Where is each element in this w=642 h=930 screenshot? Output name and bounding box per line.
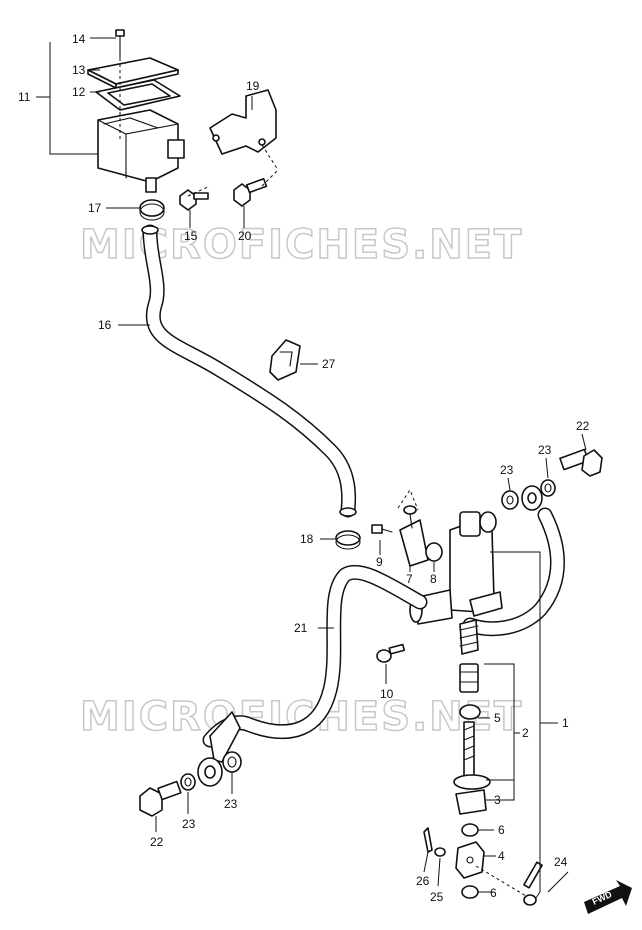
- washer-25: [434, 847, 446, 857]
- banjo-fitting-left: [197, 711, 241, 787]
- hose-clamp-upper: [139, 199, 165, 217]
- hose-clip: [269, 339, 301, 381]
- forward-arrow: FWD: [584, 880, 632, 914]
- callout-21: 21: [294, 621, 308, 635]
- bracket: [209, 89, 279, 171]
- hose-clamp-lower: [335, 530, 361, 546]
- callout-25: 25: [430, 890, 444, 904]
- callout-18: 18: [300, 532, 314, 546]
- callout-11: 11: [18, 90, 31, 104]
- banjo-bolt-right: [559, 448, 603, 477]
- callout-16: 16: [98, 318, 112, 332]
- washer-23-c: [222, 751, 242, 773]
- master-cylinder: [409, 511, 503, 625]
- inlet-fitting: [397, 488, 429, 567]
- callout-23-left-lower: 23: [182, 817, 196, 831]
- washer-23-b: [540, 479, 556, 497]
- callout-23-right-lower: 23: [500, 463, 514, 477]
- callout-23-right-upper: 23: [538, 443, 552, 457]
- reservoir-outlet: [145, 177, 157, 193]
- callout-7: 7: [406, 572, 413, 586]
- callout-12: 12: [72, 85, 86, 99]
- callout-17: 17: [88, 201, 102, 215]
- washer-23-d: [180, 773, 196, 791]
- banjo-fitting-right: [521, 485, 543, 511]
- callout-23-left-upper: 23: [224, 797, 238, 811]
- callout-15: 15: [184, 229, 198, 243]
- callout-13: 13: [72, 63, 86, 77]
- nut-upper: [461, 823, 479, 837]
- nut-lower: [461, 885, 479, 899]
- bleeder-screw: [371, 524, 393, 534]
- bolt-20: [233, 177, 268, 207]
- piston-kit: [453, 619, 491, 899]
- callout-3: 3: [494, 793, 501, 807]
- snap-ring: [453, 774, 491, 790]
- clevis-pin: [523, 861, 543, 906]
- callout-8: 8: [430, 572, 437, 586]
- callout-14: 14: [72, 32, 86, 46]
- o-ring: [425, 542, 443, 562]
- banjo-bolt-left: [139, 780, 182, 817]
- callout-22-right: 22: [576, 419, 590, 433]
- callout-26: 26: [416, 874, 430, 888]
- cotter-pin: [423, 827, 433, 853]
- callout-20: 20: [238, 229, 252, 243]
- mounting-screw: [376, 643, 406, 663]
- callout-19: 19: [246, 79, 260, 93]
- callout-5: 5: [494, 711, 501, 725]
- callout-6-lower: 6: [490, 886, 497, 900]
- reservoir-assembly: [87, 29, 185, 193]
- callout-9: 9: [376, 555, 383, 569]
- callout-6-upper: 6: [498, 823, 505, 837]
- callout-1: 1: [562, 716, 569, 730]
- reservoir-hose: [142, 224, 357, 518]
- callout-22-left: 22: [150, 835, 164, 849]
- callout-2: 2: [522, 726, 529, 740]
- washer-23-a: [501, 490, 519, 510]
- boot: [455, 789, 487, 815]
- screw-head: [115, 29, 125, 37]
- callout-27: 27: [322, 357, 336, 371]
- piston-cup: [459, 704, 481, 720]
- reservoir-tab: [167, 139, 185, 159]
- callout-24: 24: [554, 855, 568, 869]
- clevis: [455, 841, 485, 879]
- callout-10: 10: [380, 687, 394, 701]
- callout-4: 4: [498, 849, 505, 863]
- bolt-15: [179, 189, 209, 211]
